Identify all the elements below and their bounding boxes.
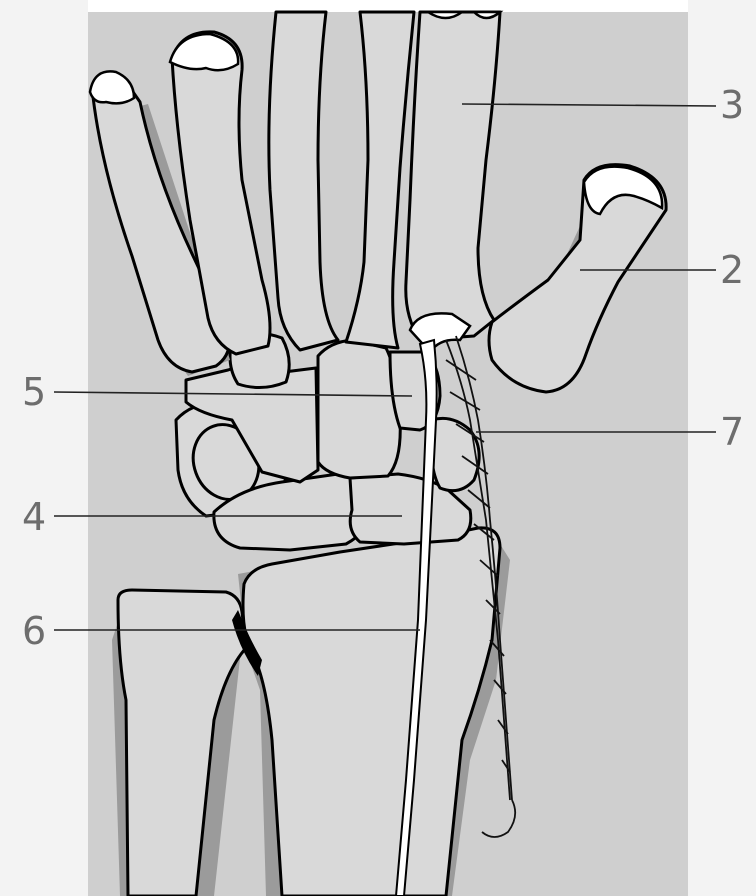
label-7: 7 <box>720 410 744 454</box>
label-6: 6 <box>22 609 46 653</box>
page-margin-left <box>0 0 88 896</box>
label-3: 3 <box>720 83 744 127</box>
label-5: 5 <box>22 370 46 414</box>
capitate-bone <box>318 340 400 478</box>
label-2: 2 <box>720 248 744 292</box>
label-4: 4 <box>22 495 46 539</box>
